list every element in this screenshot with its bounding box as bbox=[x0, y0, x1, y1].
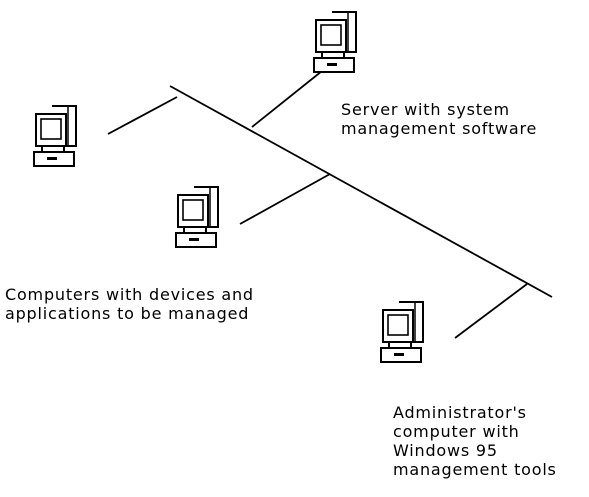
caption-line: management software bbox=[341, 119, 538, 138]
client-computer-left-icon bbox=[33, 105, 77, 167]
managed-computers-caption: Computers with devices and applications … bbox=[5, 285, 254, 323]
server-caption: Server with system management software bbox=[341, 100, 537, 138]
network-backbone bbox=[169, 85, 553, 298]
caption-line: Administrator's bbox=[393, 403, 527, 422]
caption-line: Server with system bbox=[341, 100, 510, 119]
connection-line-client-middle bbox=[239, 173, 331, 225]
server-computer-icon bbox=[313, 11, 357, 73]
caption-line: applications to be managed bbox=[5, 304, 250, 323]
connection-line-admin bbox=[454, 283, 528, 339]
caption-line: Computers with devices and bbox=[5, 285, 254, 304]
caption-line: management tools bbox=[393, 460, 557, 479]
administrator-computer-icon bbox=[380, 301, 424, 363]
caption-line: Windows 95 bbox=[393, 441, 498, 460]
client-computer-middle-icon bbox=[175, 186, 219, 248]
caption-line: computer with bbox=[393, 422, 520, 441]
connection-line-client-left bbox=[107, 96, 178, 135]
administrator-caption: Administrator's computer with Windows 95… bbox=[393, 403, 557, 479]
